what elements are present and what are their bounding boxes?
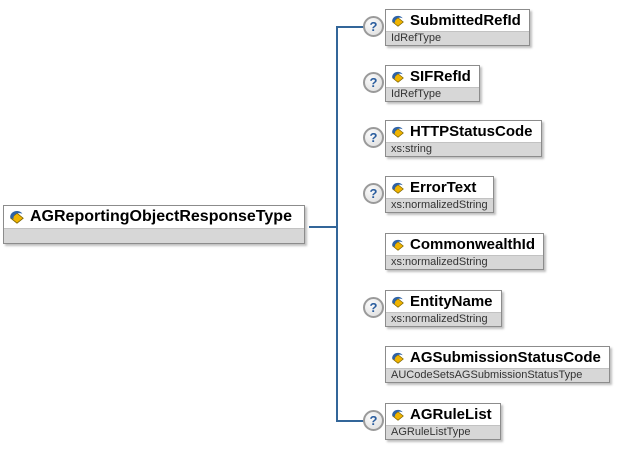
element-title-row: ErrorText — [386, 177, 493, 198]
element-ag-submission-status-code[interactable]: AGSubmissionStatusCode AUCodeSetsAGSubmi… — [385, 346, 610, 383]
element-title-row: EntityName — [386, 291, 501, 312]
root-type-node[interactable]: AGReportingObjectResponseType — [3, 205, 305, 244]
element-icon — [391, 351, 404, 364]
optional-marker: ? — [363, 72, 384, 93]
element-label: EntityName — [410, 293, 493, 310]
element-icon — [391, 295, 404, 308]
element-type: xs:string — [386, 142, 541, 156]
root-type-label: AGReportingObjectResponseType — [30, 208, 292, 225]
element-type: xs:normalizedString — [386, 255, 544, 269]
connector-trunk-line — [336, 26, 338, 422]
element-entity-name[interactable]: EntityName xs:normalizedString — [385, 290, 502, 327]
element-title-row: HTTPStatusCode — [386, 121, 541, 142]
connector-bottom-stub-line — [336, 420, 364, 422]
element-type: xs:normalizedString — [386, 312, 501, 326]
element-type: IdRefType — [386, 87, 479, 101]
element-label: HTTPStatusCode — [410, 123, 533, 140]
element-label: SubmittedRefId — [410, 12, 521, 29]
optional-marker: ? — [363, 183, 384, 204]
element-error-text[interactable]: ErrorText xs:normalizedString — [385, 176, 494, 213]
root-type-title-row: AGReportingObjectResponseType — [4, 206, 304, 228]
element-icon — [391, 238, 404, 251]
optional-marker: ? — [363, 16, 384, 37]
optional-marker: ? — [363, 127, 384, 148]
element-label: AGSubmissionStatusCode — [410, 349, 601, 366]
element-type: AGRuleListType — [386, 425, 500, 439]
element-commonwealth-id[interactable]: CommonwealthId xs:normalizedString — [385, 233, 545, 270]
element-ag-rule-list[interactable]: AGRuleList AGRuleListType — [385, 403, 501, 440]
element-type: IdRefType — [386, 31, 529, 45]
connector-top-stub-line — [336, 26, 364, 28]
optional-marker: ? — [363, 410, 384, 431]
element-type: xs:normalizedString — [386, 198, 493, 212]
element-icon — [391, 70, 404, 83]
element-icon — [391, 181, 404, 194]
element-label: CommonwealthId — [410, 236, 536, 253]
element-icon — [391, 125, 404, 138]
element-icon — [391, 408, 404, 421]
complex-type-icon — [9, 210, 24, 224]
root-type-subtitle — [4, 228, 304, 243]
element-title-row: SIFRefId — [386, 66, 479, 87]
element-label: AGRuleList — [410, 406, 492, 423]
element-http-status-code[interactable]: HTTPStatusCode xs:string — [385, 120, 542, 157]
element-title-row: AGRuleList — [386, 404, 500, 425]
optional-marker: ? — [363, 297, 384, 318]
element-title-row: AGSubmissionStatusCode — [386, 347, 609, 368]
element-title-row: SubmittedRefId — [386, 10, 529, 31]
element-sif-ref-id[interactable]: SIFRefId IdRefType — [385, 65, 480, 102]
element-type: AUCodeSetsAGSubmissionStatusType — [386, 368, 609, 382]
element-label: ErrorText — [410, 179, 477, 196]
connector-root-line — [309, 226, 336, 228]
element-label: SIFRefId — [410, 68, 471, 85]
element-icon — [391, 14, 404, 27]
element-submitted-ref-id[interactable]: SubmittedRefId IdRefType — [385, 9, 530, 46]
element-title-row: CommonwealthId — [386, 234, 543, 255]
